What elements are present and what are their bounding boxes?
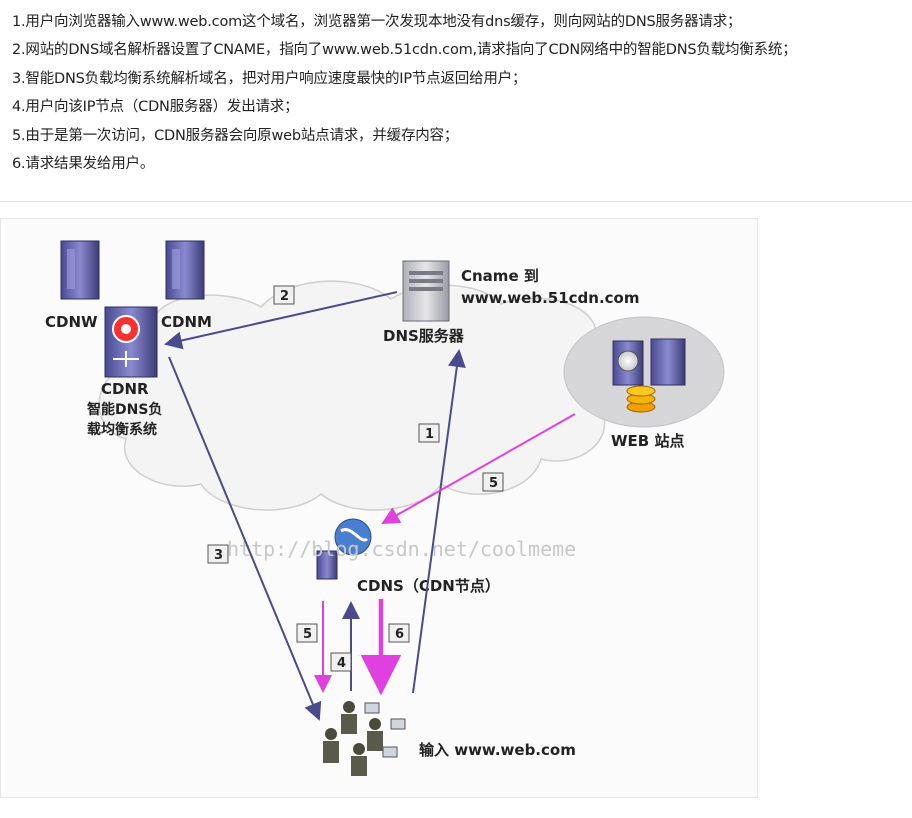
svg-text:3: 3: [214, 548, 223, 563]
svg-text:6: 6: [395, 627, 404, 642]
svg-text:5: 5: [489, 476, 498, 491]
step-1: 1.用户向浏览器输入www.web.com这个域名，浏览器第一次发现本地没有dn…: [12, 14, 742, 30]
step-box-5-lower: 5: [296, 623, 318, 643]
arrow-1: [412, 349, 466, 694]
arrow-3: [168, 356, 322, 721]
step-box-5-upper: 5: [482, 472, 504, 492]
step-box-1: 1: [418, 423, 440, 443]
label-cdnr-desc-1: 智能DNS负: [86, 401, 162, 418]
label-cname-1: Cname 到: [461, 267, 539, 285]
label-cdnr-desc-2: 载均衡系统: [87, 421, 157, 438]
label-cdns: CDNS（CDN节点）: [357, 577, 500, 595]
arrow-2: [164, 291, 398, 350]
step-5: 5.由于是第一次访问，CDN服务器会向原web站点请求，并缓存内容；: [12, 127, 459, 144]
label-cdnr: CDNR: [101, 380, 149, 398]
arrow-5-web-to-cdn: [381, 413, 576, 524]
step-2: 2.网站的DNS域名解析器设置了CNAME，指向了www.web.51cdn.c…: [12, 42, 797, 59]
load-balancer-icon: [104, 306, 158, 378]
label-cname-2: www.web.51cdn.com: [461, 289, 639, 307]
cdnm-server-icon: [165, 240, 205, 300]
step-box-4: 4: [330, 652, 352, 672]
label-cdnw: CDNW: [45, 313, 98, 331]
svg-text:5: 5: [303, 627, 312, 642]
cdnw-server-icon: [60, 240, 100, 300]
step-6: 6.请求结果发给用户。: [12, 156, 155, 173]
step-3: 3.智能DNS负载均衡系统解析域名，把对用户响应速度最快的IP节点返回给用户；: [12, 70, 527, 87]
svg-text:4: 4: [337, 656, 346, 671]
step-box-6: 6: [388, 623, 410, 643]
watermark: http://blog.csdn.net/coolmeme: [227, 537, 576, 561]
label-dns-server: DNS服务器: [383, 327, 465, 345]
web-server-icon: [612, 338, 686, 386]
label-web-site: WEB 站点: [611, 432, 684, 450]
network-cloud: [98, 280, 626, 511]
cdn-diagram-svg: CDNW CDNM CDNR 智能DNS负 载均衡系统 Cname 到 www.…: [45, 240, 725, 776]
database-icon: [626, 385, 656, 413]
label-cdnm: CDNM: [161, 313, 212, 331]
step-box-3: 3: [207, 544, 229, 564]
svg-text:2: 2: [280, 289, 289, 304]
dns-server-icon: [402, 260, 450, 322]
cdn-diagram: CDNW CDNM CDNR 智能DNS负 载均衡系统 Cname 到 www.…: [0, 218, 758, 798]
steps-list: 1.用户向浏览器输入www.web.com这个域名，浏览器第一次发现本地没有dn…: [12, 8, 907, 178]
users-icon: [323, 701, 406, 776]
cdn-node-icon: [316, 518, 372, 580]
step-box-2: 2: [273, 285, 295, 305]
step-4: 4.用户向该IP节点（CDN服务器）发出请求；: [12, 99, 299, 116]
divider: [0, 201, 912, 202]
label-user-input: 输入 www.web.com: [419, 741, 576, 759]
svg-text:1: 1: [425, 427, 434, 442]
